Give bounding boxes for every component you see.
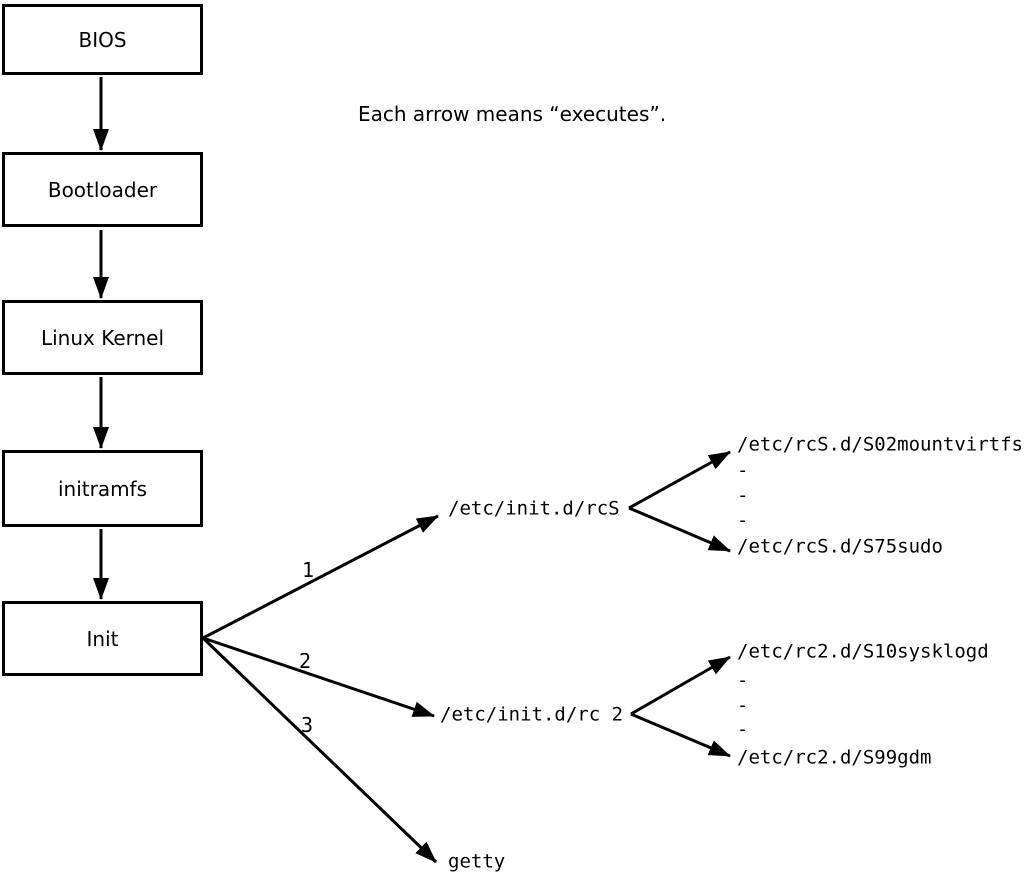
node-rcs-child-last: /etc/rcS.d/S75sudo	[737, 535, 943, 558]
node-rcs-child-first: /etc/rcS.d/S02mountvirtfs	[737, 433, 1023, 456]
box-linux-kernel-label: Linux Kernel	[40, 325, 165, 350]
arrow-number-1: 1	[301, 558, 315, 582]
rcs-ellipsis-dash-3: -	[737, 509, 749, 532]
box-bootloader-label: Bootloader	[47, 177, 158, 202]
box-bios: BIOS	[2, 4, 203, 75]
arrow-init-to-rcs	[202, 514, 439, 640]
node-rc2-script: /etc/init.d/rc 2	[440, 703, 624, 726]
arrow-rc2-to-s10sysklogd	[630, 655, 731, 716]
box-initramfs: initramfs	[2, 450, 203, 527]
node-rcs-script: /etc/init.d/rcS	[448, 497, 620, 520]
box-bios-label: BIOS	[78, 27, 127, 52]
box-linux-kernel: Linux Kernel	[2, 300, 203, 375]
rc2-ellipsis-dash-2: -	[737, 694, 749, 717]
arrow-init-to-rc2	[202, 636, 435, 718]
arrow-rcs-to-s75sudo	[628, 506, 731, 553]
arrow-number-2: 2	[298, 649, 312, 673]
box-init: Init	[2, 601, 203, 676]
node-getty: getty	[448, 850, 506, 873]
arrow-rcs-to-s02mountvirtfs	[628, 450, 731, 510]
node-rc2-child-last: /etc/rc2.d/S99gdm	[737, 746, 932, 769]
rcs-ellipsis-dash-2: -	[737, 484, 749, 507]
arrow-rc2-to-s99gdm	[630, 712, 731, 758]
rc2-ellipsis-dash-1: -	[737, 669, 749, 692]
node-rc2-child-first: /etc/rc2.d/S10sysklogd	[737, 640, 989, 663]
box-initramfs-label: initramfs	[57, 476, 148, 501]
box-bootloader: Bootloader	[2, 152, 203, 227]
legend-caption: Each arrow means “executes”.	[358, 102, 667, 126]
arrow-init-to-getty	[201, 636, 438, 864]
rc2-ellipsis-dash-3: -	[737, 718, 749, 741]
box-init-label: Init	[86, 626, 119, 651]
arrow-number-3: 3	[300, 713, 314, 737]
rcs-ellipsis-dash-1: -	[737, 459, 749, 482]
